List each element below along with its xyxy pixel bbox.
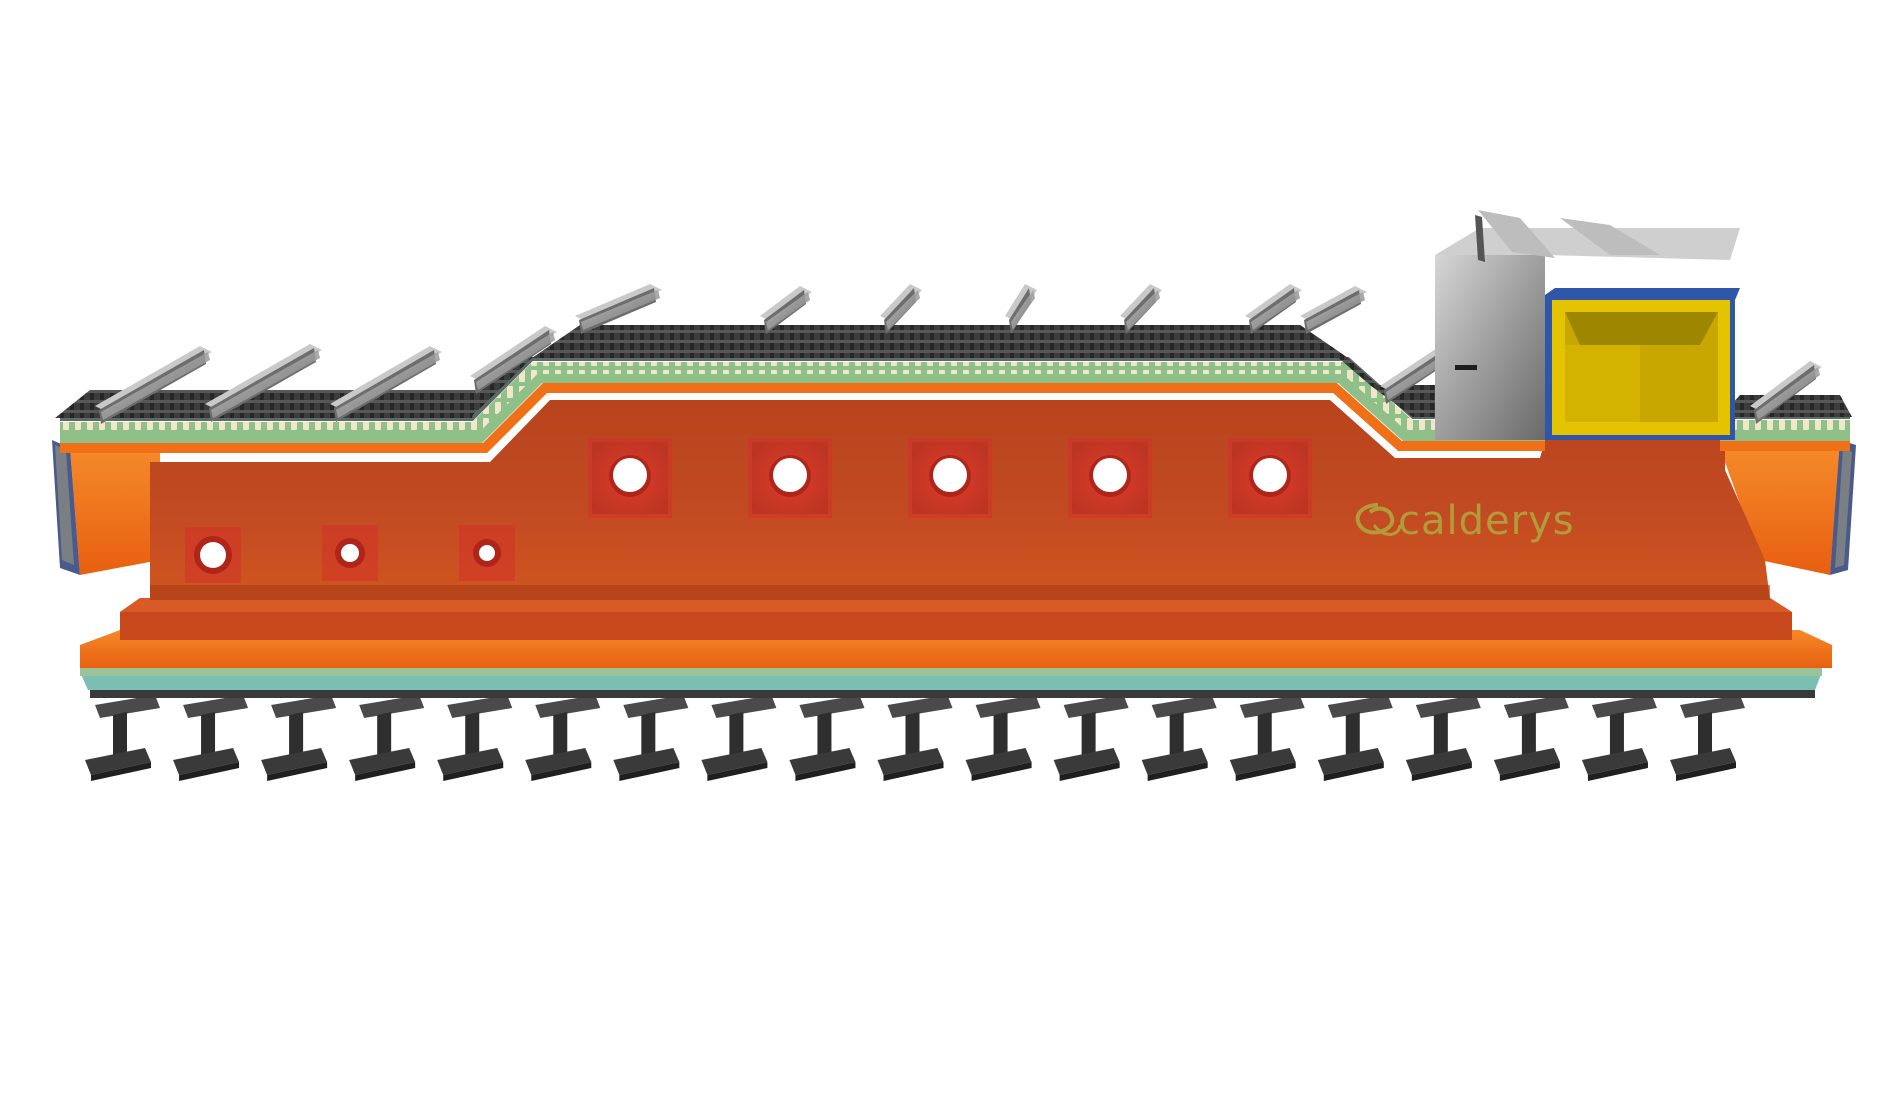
support-beam: [173, 695, 249, 781]
support-beam: [1141, 695, 1217, 781]
bottom-support-beams: [85, 695, 1745, 781]
support-beam: [701, 695, 777, 781]
upper-port: [588, 438, 672, 518]
lower-port: [459, 525, 515, 581]
upper-port: [908, 438, 992, 518]
logo-wordmark: calderys: [1398, 498, 1575, 544]
calderys-logo: calderys: [1355, 498, 1575, 544]
roof-i-beams: [95, 284, 1822, 424]
support-beam: [1053, 695, 1129, 781]
support-beam: [1317, 695, 1393, 781]
roof-i-beam: [1380, 346, 1452, 404]
support-beam: [965, 695, 1041, 781]
roof-i-beam: [1245, 284, 1302, 334]
support-beam: [349, 695, 425, 781]
support-beam: [613, 695, 689, 781]
support-beam: [525, 695, 601, 781]
hearth-slab: [80, 598, 1832, 698]
roof-i-beam: [760, 286, 812, 334]
support-beam: [1229, 695, 1305, 781]
burner-ports: [185, 438, 1312, 583]
support-beam: [261, 695, 337, 781]
upper-port: [748, 438, 832, 518]
support-beam: [877, 695, 953, 781]
support-beam: [1670, 695, 1745, 781]
roof-i-beam: [1750, 361, 1822, 424]
support-beam: [789, 695, 865, 781]
support-beam: [85, 695, 160, 781]
roof-i-beam: [575, 284, 662, 334]
roof-i-beam: [470, 326, 557, 394]
roof-i-beam: [1300, 286, 1367, 334]
upper-port: [1228, 438, 1312, 518]
lower-port: [322, 525, 378, 581]
lower-port: [185, 527, 241, 583]
support-beam: [1581, 695, 1657, 781]
box-section-duct: [1435, 210, 1740, 440]
roof-i-beam: [880, 284, 922, 334]
support-beam: [1405, 695, 1481, 781]
roof-i-beam: [1120, 284, 1162, 334]
roof-i-beam: [330, 346, 442, 422]
roof-i-beam: [205, 344, 322, 422]
support-beam: [1493, 695, 1569, 781]
roof-i-beam: [95, 346, 212, 424]
support-beam: [437, 695, 513, 781]
roof-i-beam: [1005, 284, 1037, 334]
upper-port: [1068, 438, 1152, 518]
